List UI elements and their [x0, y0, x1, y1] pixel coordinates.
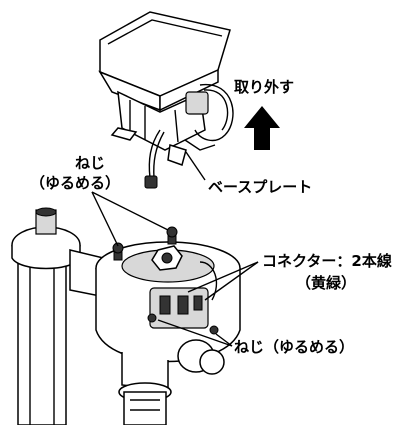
- connector-color-label: （黄緑）: [296, 274, 356, 292]
- screw-icon: [209, 325, 219, 335]
- leader-lines: [91, 151, 259, 347]
- screw-icon: [112, 226, 178, 261]
- valve-body: [95, 226, 241, 425]
- remove-label: 取り外す: [234, 78, 294, 96]
- screw-icon: [147, 313, 157, 323]
- actuator-unit: [98, 11, 234, 189]
- base-plate-label: ベースプレート: [208, 178, 312, 196]
- screw-bottom-label: ねじ（ゆるめる）: [234, 338, 354, 356]
- supply-pipe: [11, 207, 121, 425]
- remove-arrow-icon: [244, 106, 280, 150]
- screw-top-note: （ゆるめる）: [30, 174, 120, 192]
- screw-top-label: ねじ: [75, 154, 105, 172]
- connector-label: コネクター：2本線: [262, 252, 392, 270]
